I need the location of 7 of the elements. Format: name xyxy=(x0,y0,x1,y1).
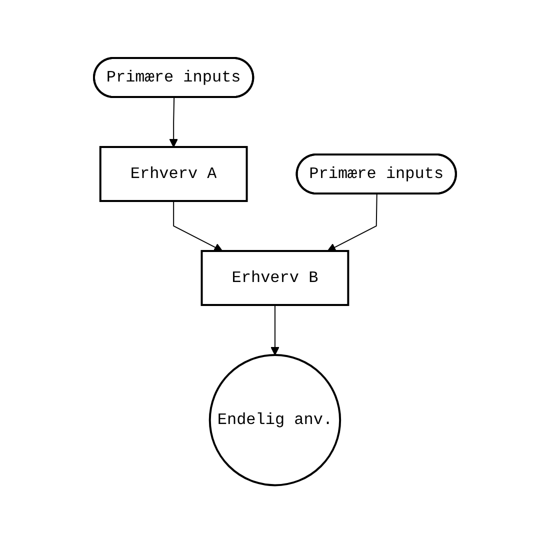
node-box: Erhverv A xyxy=(98,146,248,202)
node-box: Erhverv B xyxy=(200,250,349,306)
arrow xyxy=(168,97,178,148)
arrow xyxy=(270,304,279,356)
arrow xyxy=(326,194,377,252)
node-circle: Endelig anv. xyxy=(208,354,341,487)
arrow xyxy=(172,200,222,252)
